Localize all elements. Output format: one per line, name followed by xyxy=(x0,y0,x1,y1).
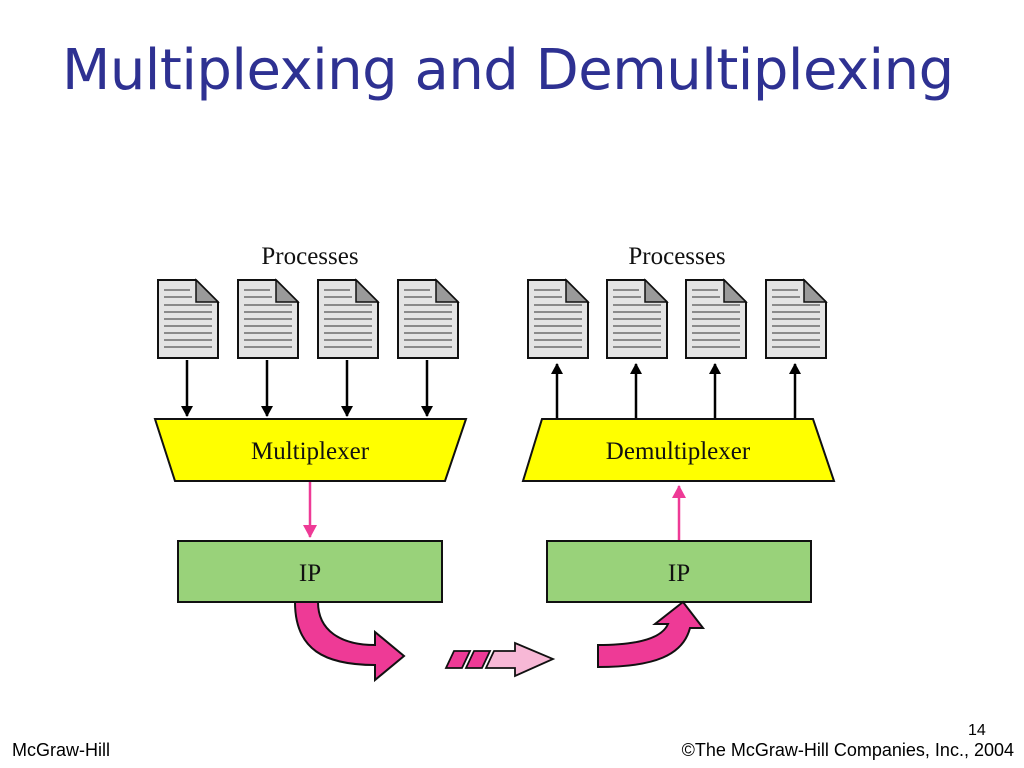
curved-arrow-icon xyxy=(597,600,706,669)
sender-side: Processes Multiplexer IP xyxy=(153,243,468,683)
sender-processes-label: Processes xyxy=(261,243,358,270)
document-icon xyxy=(606,279,668,359)
packets-in-transit xyxy=(444,641,556,678)
document-icon xyxy=(685,279,747,359)
slide-title: Multiplexing and Demultiplexing xyxy=(62,38,954,103)
receiver-side: Processes Demultiplexer IP xyxy=(521,243,836,669)
receiver-ip-label: IP xyxy=(668,560,690,587)
document-icon xyxy=(157,279,219,359)
multiplexer-box xyxy=(153,418,468,482)
packet-icon xyxy=(444,650,472,669)
multiplexer-label: Multiplexer xyxy=(251,438,370,465)
sender-ip-label: IP xyxy=(299,560,321,587)
document-icon xyxy=(317,279,379,359)
document-icon xyxy=(527,279,589,359)
demultiplexer-label: Demultiplexer xyxy=(606,438,751,465)
mux-demux-diagram: Processes Multiplexer IP Processes xyxy=(153,243,836,683)
document-icon xyxy=(765,279,827,359)
footer-publisher: McGraw-Hill xyxy=(12,740,110,760)
receiver-up-arrows xyxy=(551,363,801,418)
sender-ip-box xyxy=(177,540,443,603)
receiver-ip-box xyxy=(546,540,812,603)
document-icon xyxy=(237,279,299,359)
receiver-processes-label: Processes xyxy=(628,243,725,270)
sender-down-arrows xyxy=(181,360,433,417)
document-icon xyxy=(397,279,459,359)
sender-process-docs xyxy=(157,279,459,359)
demultiplexer-box xyxy=(521,418,836,482)
packet-icon xyxy=(484,641,556,678)
packet-icon xyxy=(464,650,492,669)
page-number: 14 xyxy=(968,722,986,739)
footer-copyright: ©The McGraw-Hill Companies, Inc., 2004 xyxy=(681,740,1014,760)
receiver-process-docs xyxy=(527,279,827,359)
curved-arrow-icon xyxy=(293,601,406,683)
